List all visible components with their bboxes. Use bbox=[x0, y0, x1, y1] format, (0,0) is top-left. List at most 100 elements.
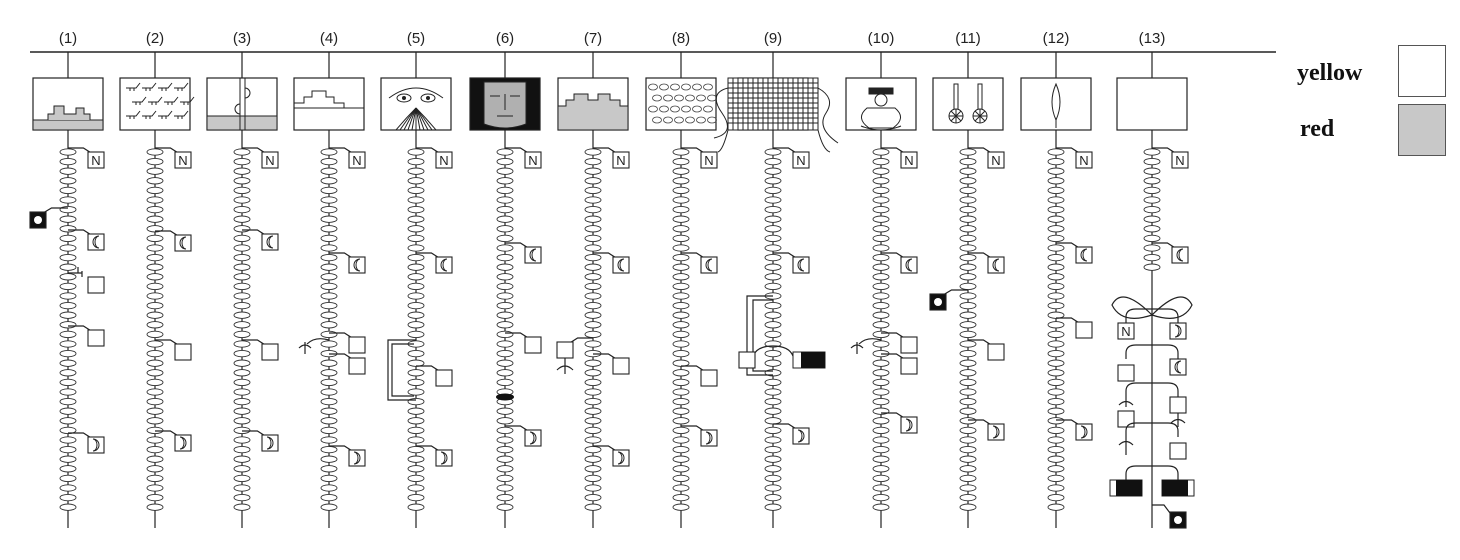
fork-icon bbox=[1170, 413, 1186, 427]
reversed-moon-tag-box bbox=[900, 416, 918, 434]
bead bbox=[407, 388, 425, 396]
bead bbox=[764, 484, 782, 492]
bead bbox=[59, 407, 77, 415]
bead bbox=[672, 273, 690, 281]
bead bbox=[872, 465, 890, 473]
reversed-moon-icon bbox=[353, 451, 361, 465]
bead bbox=[496, 349, 514, 358]
bead bbox=[407, 369, 425, 377]
bead bbox=[146, 445, 164, 454]
bead bbox=[672, 378, 690, 387]
bead bbox=[1047, 407, 1065, 415]
bead bbox=[1047, 330, 1065, 339]
bead bbox=[233, 378, 251, 387]
reversed-moon-tag-box bbox=[792, 427, 810, 445]
bead bbox=[320, 474, 338, 483]
bead bbox=[496, 465, 514, 473]
eye-motif bbox=[681, 105, 691, 113]
bead bbox=[764, 253, 782, 262]
bead bbox=[407, 234, 425, 243]
bead bbox=[146, 177, 164, 185]
bead bbox=[320, 388, 338, 396]
bead bbox=[233, 205, 251, 214]
n-tag-box bbox=[87, 151, 105, 169]
reversed-moon-icon bbox=[92, 438, 100, 452]
bead bbox=[320, 359, 338, 367]
panel-motif bbox=[949, 109, 963, 123]
bead bbox=[146, 330, 164, 339]
bead bbox=[584, 225, 602, 233]
bead bbox=[764, 436, 782, 444]
khipu-column-4: (4)N bbox=[293, 30, 366, 528]
bead bbox=[872, 263, 890, 271]
black-tag-fill bbox=[1162, 480, 1188, 496]
bead bbox=[496, 369, 514, 377]
column-label: (1) bbox=[59, 30, 77, 47]
bead bbox=[233, 407, 251, 415]
eye-motif bbox=[692, 105, 702, 113]
bead bbox=[59, 311, 77, 319]
square-tag-box bbox=[1075, 321, 1093, 339]
bead bbox=[1047, 417, 1065, 425]
reversed-moon-tag-box bbox=[612, 449, 630, 467]
eye-motif bbox=[696, 94, 706, 102]
bead bbox=[59, 436, 77, 444]
n-tag-letter: N bbox=[1175, 153, 1184, 168]
bead bbox=[872, 167, 890, 175]
bead bbox=[672, 417, 690, 425]
bead bbox=[959, 301, 977, 310]
bead bbox=[496, 244, 514, 252]
bead bbox=[320, 465, 338, 473]
bead bbox=[1143, 157, 1161, 166]
bead bbox=[1047, 225, 1065, 233]
bead bbox=[407, 503, 425, 511]
bead bbox=[320, 311, 338, 319]
bead bbox=[407, 196, 425, 204]
bead bbox=[764, 503, 782, 511]
bead bbox=[1047, 484, 1065, 492]
bead bbox=[672, 205, 690, 214]
moon-icon bbox=[353, 258, 361, 272]
bead bbox=[1143, 148, 1161, 156]
bead bbox=[407, 349, 425, 358]
bead bbox=[320, 177, 338, 185]
khipu-column-1: (1)N bbox=[29, 30, 105, 528]
bead bbox=[584, 292, 602, 300]
sun-icon bbox=[1174, 516, 1182, 524]
moon-icon bbox=[529, 248, 537, 262]
bead bbox=[320, 426, 338, 435]
bead bbox=[233, 244, 251, 252]
bead bbox=[59, 148, 77, 156]
fork-icon bbox=[850, 338, 882, 354]
n-tag-box bbox=[1075, 151, 1093, 169]
square-tag-box bbox=[1117, 410, 1135, 428]
bead bbox=[496, 167, 514, 175]
n-tag-box bbox=[1171, 151, 1189, 169]
reversed-moon-icon bbox=[617, 451, 625, 465]
bead bbox=[764, 157, 782, 166]
bead bbox=[233, 167, 251, 175]
bead bbox=[146, 205, 164, 214]
reversed-moon-tag-box bbox=[435, 449, 453, 467]
bead bbox=[959, 196, 977, 204]
bead bbox=[1047, 263, 1065, 271]
moon-tag-box bbox=[1169, 358, 1187, 376]
bead bbox=[59, 455, 77, 463]
bead bbox=[59, 186, 77, 195]
bead bbox=[584, 445, 602, 454]
bead bbox=[764, 407, 782, 415]
bead bbox=[959, 253, 977, 262]
bead bbox=[584, 196, 602, 204]
square-tag-box bbox=[1117, 364, 1135, 382]
bracket-connector bbox=[387, 339, 416, 401]
bead bbox=[1047, 186, 1065, 195]
khipu-column-12: (12)N bbox=[1020, 30, 1093, 528]
bead bbox=[959, 225, 977, 233]
bead bbox=[1143, 196, 1161, 204]
khipu-column-8: (8)N bbox=[645, 30, 718, 528]
bead bbox=[496, 426, 514, 435]
moon-icon bbox=[617, 258, 625, 272]
bead bbox=[872, 445, 890, 454]
bead bbox=[59, 196, 77, 204]
bead bbox=[59, 282, 77, 291]
